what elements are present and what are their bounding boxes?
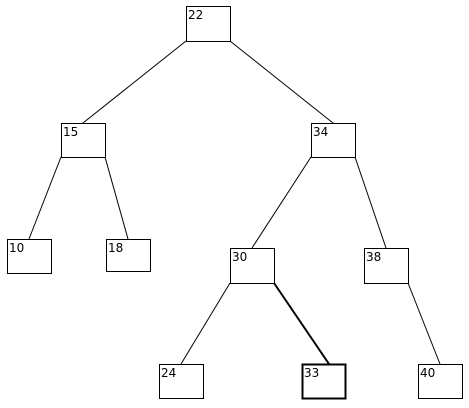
tree-node-40: 40 xyxy=(418,364,463,399)
node-box xyxy=(418,364,463,399)
node-label: 22 xyxy=(188,8,203,22)
node-box xyxy=(106,239,151,272)
node-label: 38 xyxy=(366,250,381,264)
node-box xyxy=(159,364,204,399)
tree-node-30: 30 xyxy=(230,248,275,284)
node-box xyxy=(301,363,347,400)
edge-n30-n24 xyxy=(180,282,231,365)
node-label: 15 xyxy=(63,125,78,139)
tree-node-34: 34 xyxy=(311,123,356,158)
node-box xyxy=(364,248,409,284)
node-box xyxy=(7,239,52,274)
node-label: 40 xyxy=(420,366,435,380)
tree-node-38: 38 xyxy=(364,248,409,284)
tree-node-10: 10 xyxy=(7,239,52,274)
tree-node-22: 22 xyxy=(186,6,231,42)
edge-n22-n34 xyxy=(229,40,334,124)
tree-node-24: 24 xyxy=(159,364,204,399)
node-label: 10 xyxy=(9,241,24,255)
node-label: 33 xyxy=(304,366,319,380)
edge-n22-n15 xyxy=(82,40,187,124)
node-box xyxy=(61,123,106,158)
tree-nodes: 22 15 34 10 18 30 38 24 33 40 xyxy=(7,6,463,400)
node-box xyxy=(311,123,356,158)
node-label: 34 xyxy=(313,125,328,139)
edge-n15-n18 xyxy=(104,156,129,240)
node-label: 18 xyxy=(108,241,123,255)
edge-n34-n30 xyxy=(251,156,312,249)
node-box xyxy=(186,6,231,42)
node-label: 30 xyxy=(232,250,247,264)
edge-n30-n33-highlighted xyxy=(273,282,330,365)
edge-n38-n40 xyxy=(407,282,441,365)
node-label: 24 xyxy=(161,366,176,380)
tree-node-15: 15 xyxy=(61,123,106,158)
tree-edges xyxy=(28,40,441,365)
node-box xyxy=(230,248,275,284)
edge-n15-n10 xyxy=(28,156,62,240)
tree-node-33-highlighted: 33 xyxy=(301,363,347,400)
edge-n34-n38 xyxy=(354,156,387,249)
tree-node-18: 18 xyxy=(106,239,151,272)
